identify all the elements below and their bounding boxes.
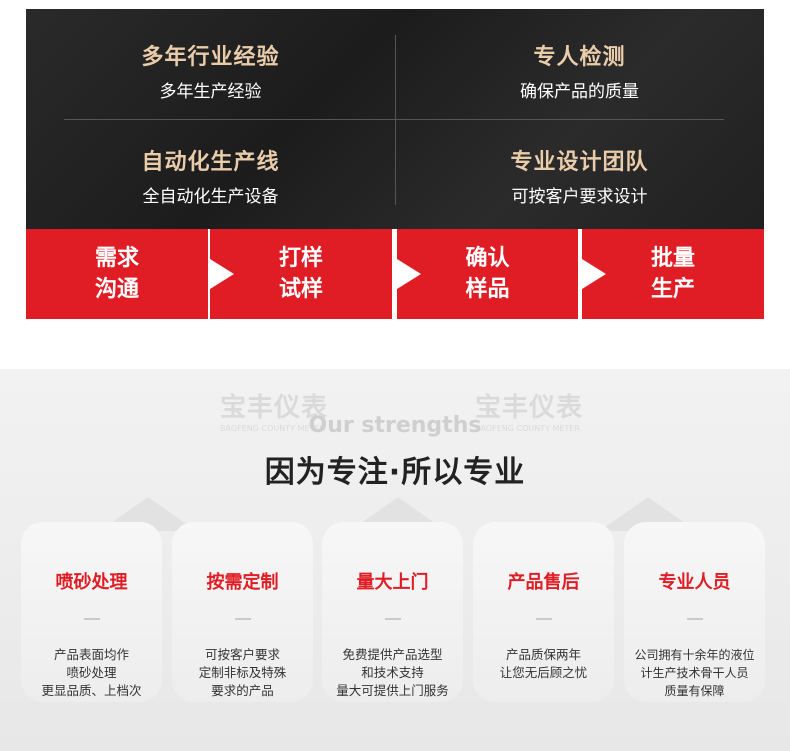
card-title: 量大上门 (356, 572, 429, 593)
feature-subtitle: 确保产品的质量 (520, 82, 639, 102)
step-line: 样品 (465, 277, 510, 302)
step-line: 打样 (278, 246, 323, 271)
step-production: 批量生产 (582, 229, 764, 319)
feature-divider-vertical (395, 35, 396, 205)
feature-divider-horizontal (64, 119, 724, 120)
arrow-right-icon (397, 259, 421, 289)
features-panel: 多年行业经验 多年生产经验 专人检测 确保产品的质量 自动化生产线 全自动化生产… (26, 9, 764, 229)
card-desc-line: 公司拥有十余年的液位 (634, 648, 755, 662)
step-line: 需求 (94, 246, 139, 271)
step-sample: 打样试样 (210, 229, 392, 319)
arrow-right-icon (210, 259, 234, 289)
feature-experience: 多年行业经验 多年生产经验 (26, 39, 395, 102)
feature-title: 多年行业经验 (141, 45, 280, 70)
card-desc-line: 免费提供产品选型 (342, 647, 443, 662)
feature-inspection: 专人检测 确保产品的质量 (395, 39, 764, 102)
feature-design-team: 专业设计团队 可按客户要求设计 (395, 144, 764, 207)
card-desc-line: 产品质保两年 (505, 647, 581, 662)
card-desc-line: 计生产技术骨干人员 (640, 666, 749, 680)
feature-title: 专业设计团队 (510, 150, 649, 175)
watermark-text: 宝丰仪表 (220, 393, 329, 423)
card-desc-line: 更显品质、上档次 (41, 683, 142, 698)
step-requirement: 需求沟通 (26, 229, 208, 319)
strength-card-onsite: 量大上门 免费提供产品选型 和技术支持 量大可提供上门服务 (322, 522, 463, 702)
strength-card-custom: 按需定制 可按客户要求 定制非标及特殊 要求的产品 (172, 522, 313, 702)
card-desc: 产品质保两年 让您无后顾之忧 (473, 646, 614, 682)
feature-automation: 自动化生产线 全自动化生产设备 (26, 144, 395, 207)
step-line: 生产 (650, 277, 695, 302)
card-title: 按需定制 (206, 572, 279, 593)
section-subtitle-en: Our strengths (308, 413, 482, 438)
step-line: 确认 (465, 246, 510, 271)
card-desc-line: 质量有保障 (664, 684, 725, 698)
card-divider (686, 618, 703, 620)
card-desc-line: 和技术支持 (361, 665, 424, 680)
card-title: 专业人员 (658, 572, 731, 593)
step-line: 试样 (278, 277, 323, 302)
feature-title: 自动化生产线 (141, 150, 280, 175)
watermark-text-en: BAOFENG COUNTY METER (220, 424, 325, 433)
step-confirm: 确认样品 (397, 229, 578, 319)
strength-card-staff: 专业人员 公司拥有十余年的液位 计生产技术骨干人员 质量有保障 (624, 522, 765, 702)
step-line: 沟通 (94, 277, 139, 302)
card-desc-line: 要求的产品 (211, 683, 274, 698)
feature-subtitle: 全自动化生产设备 (142, 187, 279, 207)
card-title: 喷砂处理 (55, 572, 128, 593)
process-steps: 需求沟通 打样试样 确认样品 批量生产 (26, 229, 764, 319)
card-desc-line: 喷砂处理 (66, 665, 117, 680)
card-desc: 公司拥有十余年的液位 计生产技术骨干人员 质量有保障 (624, 646, 765, 700)
watermark-text-en: BAOFENG COUNTY METER (475, 424, 580, 433)
watermark-text: 宝丰仪表 (475, 393, 584, 423)
feature-title: 专人检测 (533, 45, 626, 70)
card-divider (234, 618, 251, 620)
section-heading: 因为专注·所以专业 (264, 455, 526, 490)
card-desc-line: 让您无后顾之忧 (499, 665, 588, 680)
card-desc-line: 可按客户要求 (204, 647, 280, 662)
card-title: 产品售后 (507, 572, 580, 593)
card-desc: 免费提供产品选型 和技术支持 量大可提供上门服务 (322, 646, 463, 700)
card-desc-line: 定制非标及特殊 (198, 665, 287, 680)
arrow-right-icon (582, 259, 606, 289)
card-divider (535, 618, 552, 620)
card-desc-line: 产品表面均作 (53, 647, 129, 662)
card-divider (83, 618, 100, 620)
step-line: 批量 (650, 246, 695, 271)
card-desc: 产品表面均作 喷砂处理 更显品质、上档次 (21, 646, 162, 700)
card-desc-line: 量大可提供上门服务 (336, 683, 449, 698)
strength-card-aftersales: 产品售后 产品质保两年 让您无后顾之忧 (473, 522, 614, 702)
strength-card-sandblast: 喷砂处理 产品表面均作 喷砂处理 更显品质、上档次 (21, 522, 162, 702)
feature-subtitle: 可按客户要求设计 (511, 187, 648, 207)
card-divider (384, 618, 401, 620)
feature-subtitle: 多年生产经验 (159, 82, 262, 102)
card-desc: 可按客户要求 定制非标及特殊 要求的产品 (172, 646, 313, 700)
